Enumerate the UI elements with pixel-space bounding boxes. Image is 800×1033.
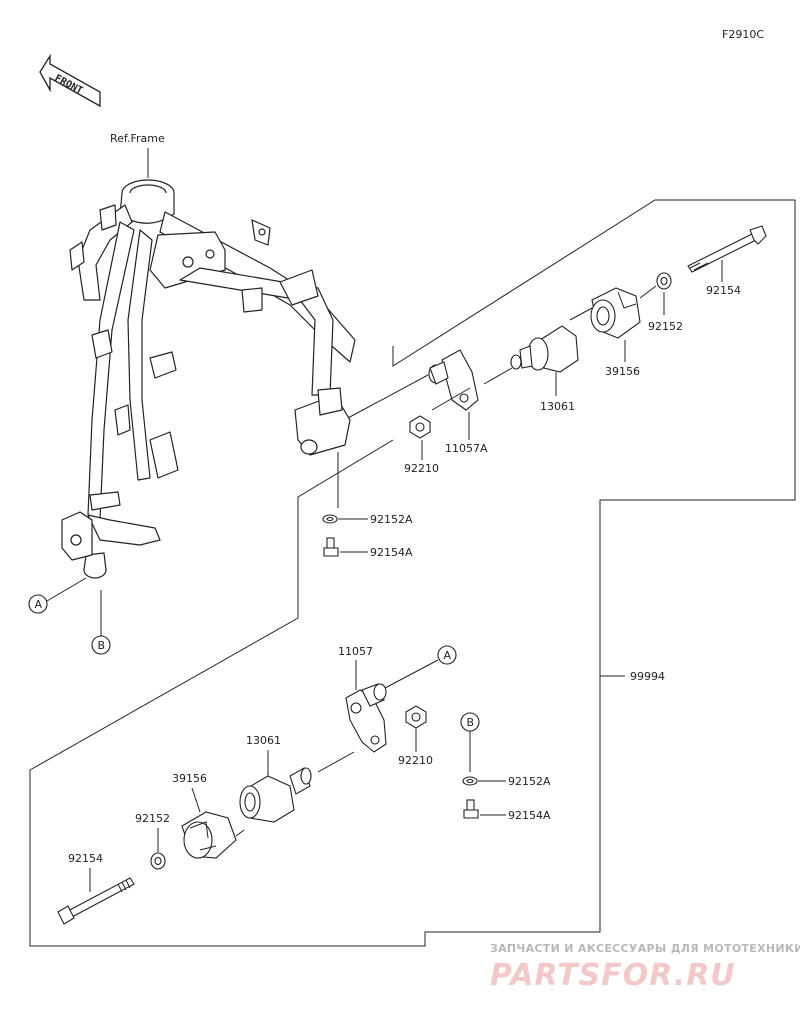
washer-92152-top-icon [656, 272, 672, 290]
part-11057-label: 11057 [338, 645, 373, 658]
watermark-tagline: ЗАПЧАСТИ И АКСЕССУАРЫ ДЛЯ МОТОТЕХНИКИ [490, 942, 800, 955]
diagram-code: F2910C [722, 28, 764, 41]
nut-92210-bottom-icon [405, 705, 427, 729]
part-39156-top-label: 39156 [605, 365, 640, 378]
watermark-logo: PARTSFOR.RU [490, 958, 736, 993]
bolt-92154-top-icon [687, 225, 767, 273]
washer-92152a-top-icon [322, 514, 338, 524]
slider-39156-top-icon [590, 287, 641, 339]
part-92210-top-label: 92210 [404, 462, 439, 475]
callout-a-icon [28, 594, 48, 614]
front-arrow-icon: FRONT [39, 53, 101, 108]
callout-b-label: B [98, 639, 106, 652]
callout-a-lower-label: A [444, 649, 452, 662]
part-92152a-top-label: 92152A [370, 513, 413, 526]
part-92152-bottom-label: 92152 [135, 812, 170, 825]
spacer-13061-bottom-icon [239, 767, 312, 823]
callout-a-label: A [35, 598, 43, 611]
part-13061-top-label: 13061 [540, 400, 575, 413]
part-92154-top-label: 92154 [706, 284, 741, 297]
part-92210-bottom-label: 92210 [398, 754, 433, 767]
bolt-92154-bottom-icon [57, 877, 135, 925]
frame-drawing [61, 179, 356, 579]
ref-frame-label: Ref.Frame [110, 132, 165, 145]
part-92152a-bottom-label: 92152A [508, 775, 551, 788]
bolt-92154a-top-icon [323, 537, 339, 557]
washer-92152-bottom-icon [150, 852, 166, 870]
part-92152-top-label: 92152 [648, 320, 683, 333]
bolt-92154a-bottom-icon [463, 799, 479, 819]
kit-outline [29, 199, 796, 947]
part-92154a-bottom-label: 92154A [508, 809, 551, 822]
part-92154-bottom-label: 92154 [68, 852, 103, 865]
nut-92210-top-icon [409, 415, 431, 439]
callout-b-lower-label: B [467, 716, 475, 729]
callout-a-lower-icon [437, 645, 457, 665]
part-39156-bottom-label: 39156 [172, 772, 207, 785]
part-92154a-top-label: 92154A [370, 546, 413, 559]
part-11057a-label: 11057A [445, 442, 488, 455]
washer-92152a-bottom-icon [462, 776, 478, 786]
bracket-11057a-icon [428, 349, 479, 411]
spacer-13061-top-icon [510, 325, 579, 373]
part-13061-bottom-label: 13061 [246, 734, 281, 747]
bracket-11057-icon [345, 683, 387, 753]
kit-number-label: 99994 [630, 670, 665, 683]
slider-39156-bottom-icon [181, 811, 237, 859]
